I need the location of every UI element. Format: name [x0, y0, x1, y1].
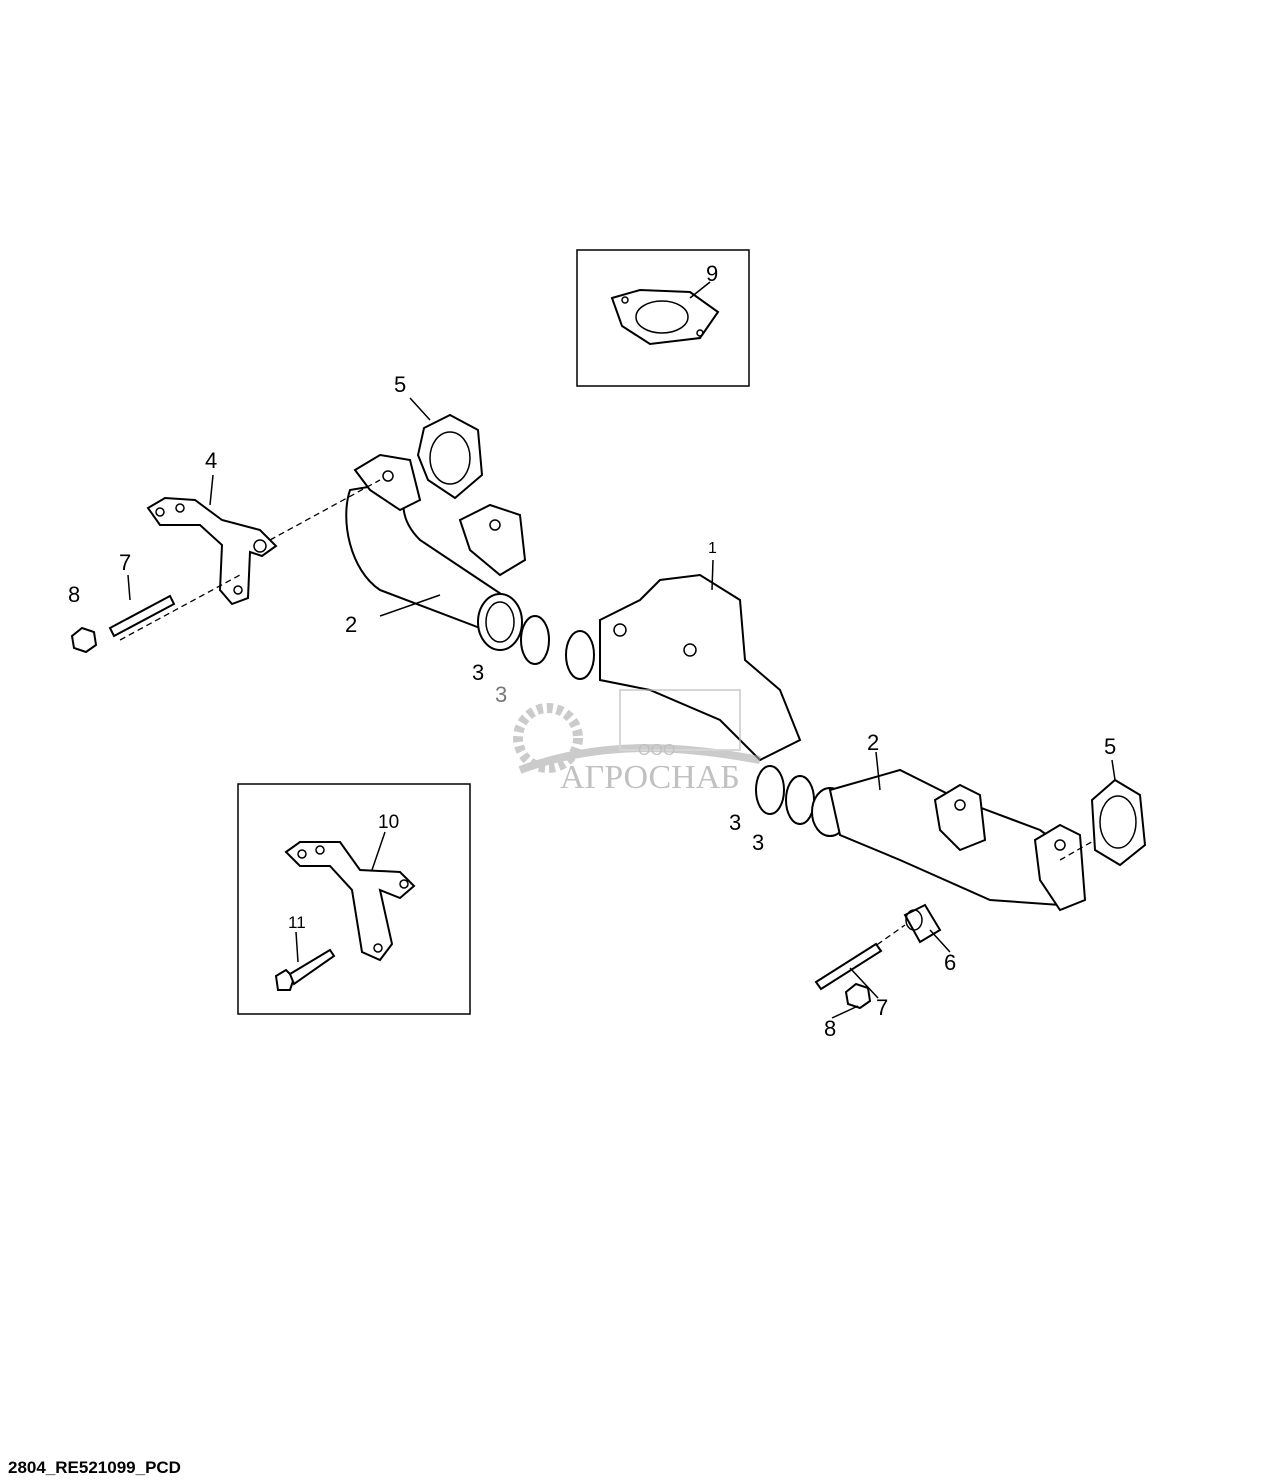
callout-4: 4: [205, 448, 217, 473]
callout-9: 9: [706, 261, 718, 286]
part-5-gasket-right: [1059, 759, 1147, 867]
callout-7: 7: [119, 550, 131, 575]
callout-3: 3: [729, 810, 741, 835]
callout-5: 5: [1104, 734, 1116, 759]
part-5-gasket-left: [409, 397, 484, 500]
part-7-stud-left: [108, 574, 176, 638]
part-2-exhaust-manifold-left: [345, 453, 527, 651]
part-4-bracket: [146, 474, 278, 606]
watermark-name: АГРОСНАБ: [560, 759, 740, 796]
part-3-seal-rings-left: [520, 615, 595, 680]
callout-5: 5: [394, 372, 406, 397]
callout-3: 3: [472, 660, 484, 685]
callout-2: 2: [867, 730, 879, 755]
callout-7: 7: [876, 995, 888, 1020]
callout-2: 2: [345, 612, 357, 637]
callout-3: 3: [495, 682, 507, 707]
part-10-bracket: [284, 831, 416, 962]
watermark-logo: ООО АГРОСНАБ: [513, 689, 761, 796]
watermark-prefix: ООО: [638, 742, 675, 759]
callout-10: 10: [378, 812, 399, 833]
part-1-center-manifold: [599, 559, 802, 762]
inset-box-bracket: [237, 783, 471, 1015]
part-11-bolt: [274, 931, 336, 991]
inset-box-gasket: [576, 249, 750, 387]
callout-8: 8: [68, 582, 80, 607]
part-3-seal-rings-right: [755, 765, 815, 825]
callout-6: 6: [944, 950, 956, 975]
callout-3: 3: [752, 830, 764, 855]
callout-1: 1: [708, 540, 717, 557]
part-7-stud-right: [814, 942, 883, 999]
part-9-gasket: [610, 281, 720, 346]
part-6-spacer: [903, 903, 951, 953]
callout-8: 8: [824, 1016, 836, 1041]
part-2-exhaust-manifold-right: [811, 751, 1087, 912]
callout-11: 11: [288, 913, 306, 932]
part-8-nut-left: [70, 626, 98, 654]
figure-id: 2804_RE521099_PCD: [8, 1458, 181, 1477]
part-8-nut-right: [831, 982, 872, 1019]
